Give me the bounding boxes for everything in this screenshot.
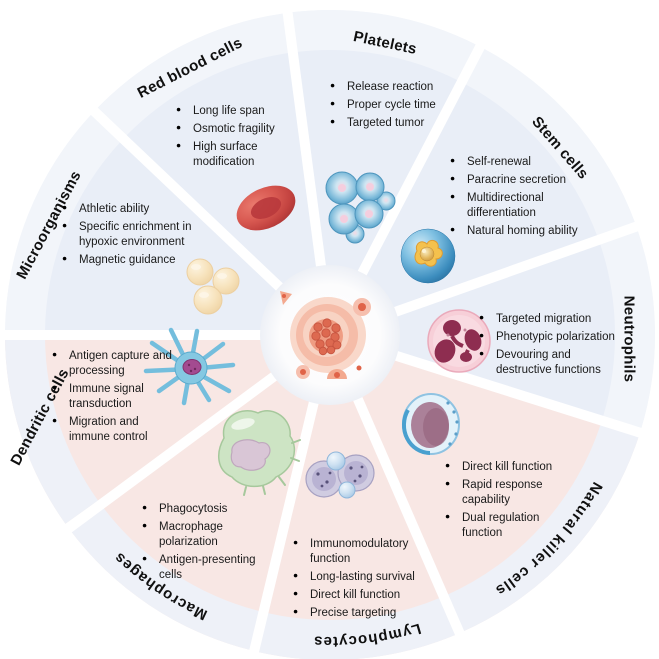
- bullet-item: Migration and immune control: [50, 415, 178, 445]
- outer-band-red-blood-cells: [96, 13, 291, 138]
- lymphocytes-bullet-list: Immunomodulatory functionLong-lasting su…: [291, 537, 431, 624]
- stem-cell-illustration: [400, 228, 456, 284]
- bullet-item: Long-lasting survival: [291, 570, 431, 585]
- wedge-separator: [280, 0, 328, 283]
- platelets-illustration: [325, 171, 396, 244]
- bullet-item: Precise targeting: [291, 606, 431, 621]
- red-blood-cell-illustration: [236, 185, 296, 231]
- wedge-separator: [81, 98, 295, 302]
- bullet-item: Long life span: [174, 104, 299, 119]
- bullet-item: Natural homing ability: [448, 224, 593, 239]
- wedge-separator: [350, 32, 491, 290]
- wedge-separator: [247, 386, 323, 659]
- bullet-item: Phenotypic polarization: [477, 330, 617, 345]
- neutrophils-bullet-list: Targeted migrationPhenotypic polarizatio…: [477, 312, 617, 381]
- bullet-item: Proper cycle time: [328, 98, 453, 113]
- bullet-item: Rapid response capability: [443, 478, 578, 508]
- bullet-item: Specific enrichment in hypoxic environme…: [60, 220, 210, 250]
- microorganisms-illustration: [186, 258, 240, 315]
- macrophages-bullet-list: PhagocytosisMacrophage polarizationAntig…: [140, 502, 275, 586]
- platelets-bullet-list: Release reactionProper cycle timeTargete…: [328, 80, 453, 134]
- bullet-item: Osmotic fragility: [174, 122, 299, 137]
- bullet-item: Phagocytosis: [140, 502, 275, 517]
- bullet-item: Immunomodulatory function: [291, 537, 431, 567]
- microorganisms-bullet-list: Athletic abilitySpecific enrichment in h…: [60, 202, 210, 271]
- natural-killer-cell-illustration: [401, 393, 460, 456]
- natural-killer-cells-bullet-list: Direct kill functionRapid response capab…: [443, 460, 578, 544]
- bullet-item: Targeted migration: [477, 312, 617, 327]
- bullet-item: Direct kill function: [291, 588, 431, 603]
- macrophage-illustration: [218, 410, 301, 496]
- bullet-item: Multidirectional differentiation: [448, 191, 593, 221]
- bullet-item: Magnetic guidance: [60, 253, 210, 268]
- bullet-item: Release reaction: [328, 80, 453, 95]
- outer-band-neutrophils: [599, 229, 655, 430]
- bullet-item: Antigen-presenting cells: [140, 553, 275, 583]
- bullet-item: Paracrine secretion: [448, 173, 593, 188]
- dendritic-cells-bullet-list: Antigen capture and processingImmune sig…: [50, 349, 178, 448]
- stem-cells-bullet-list: Self-renewalParacrine secretionMultidire…: [448, 155, 593, 242]
- lymphocytes-illustration: [305, 451, 375, 499]
- bullet-item: Antigen capture and processing: [50, 349, 178, 379]
- bullet-item: Macrophage polarization: [140, 520, 275, 550]
- bullet-item: Targeted tumor: [328, 116, 453, 131]
- wedge-separator: [55, 363, 290, 541]
- bullet-item: Self-renewal: [448, 155, 593, 170]
- bullet-item: High surface modification: [174, 140, 299, 170]
- wedge-separator: [346, 382, 470, 647]
- outer-band-platelets: [290, 9, 478, 82]
- bullet-item: Direct kill function: [443, 460, 578, 475]
- wedge-label-neutrophils: Neutrophils: [620, 295, 638, 383]
- bullet-item: Devouring and destructive functions: [477, 348, 617, 378]
- tumor-illustration: [280, 291, 371, 379]
- bullet-item: Athletic ability: [60, 202, 210, 217]
- bullet-item: Immune signal transduction: [50, 382, 178, 412]
- wedge-separator: [379, 346, 654, 442]
- wedge-separator: [379, 217, 651, 322]
- red-blood-cells-bullet-list: Long life spanOsmotic fragilityHigh surf…: [174, 104, 299, 173]
- bullet-item: Dual regulation function: [443, 511, 578, 541]
